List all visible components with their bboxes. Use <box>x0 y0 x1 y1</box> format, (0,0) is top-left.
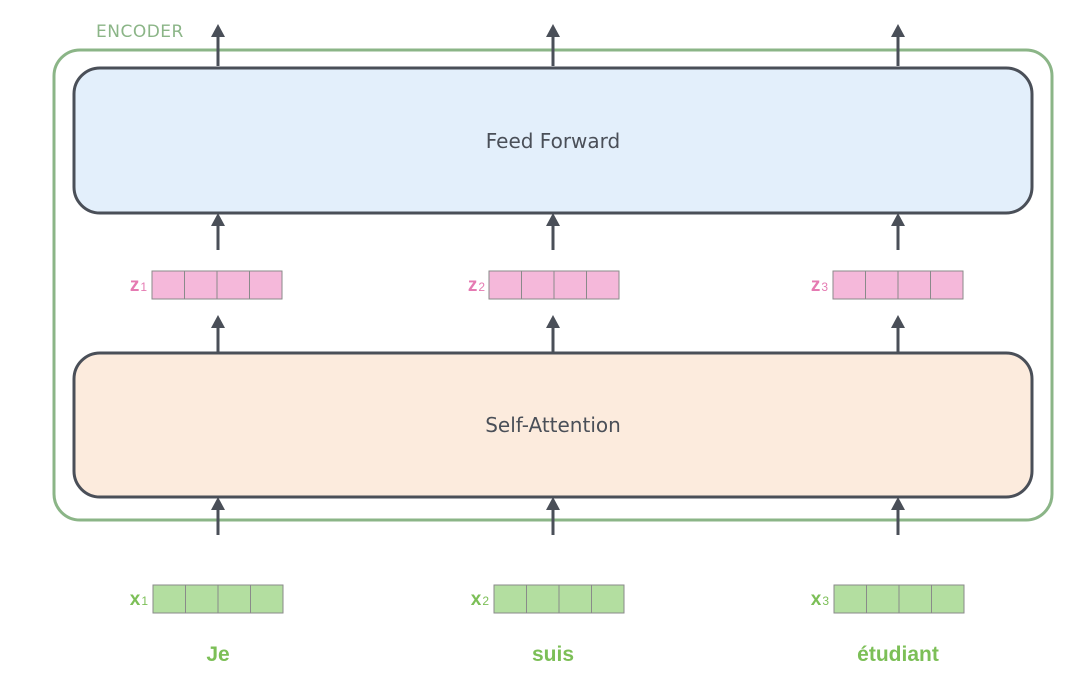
arrow-up-icon <box>891 24 905 37</box>
z-vector-label: z3 <box>811 275 829 296</box>
z-label-letter: z <box>130 275 140 296</box>
x-vector-cell <box>493 584 527 614</box>
z-vector-label: z1 <box>130 275 148 296</box>
z-vector-3: z3 <box>811 270 964 300</box>
x-label-index: 1 <box>141 594 148 608</box>
z-vector-label: z2 <box>468 275 486 296</box>
x-vector-cell <box>898 584 932 614</box>
x-vector-cell <box>185 584 219 614</box>
x-label-index: 2 <box>482 594 489 608</box>
z-vector-cell <box>897 270 931 300</box>
arrow-up-icon <box>546 213 560 226</box>
arrow-up-icon <box>211 213 225 226</box>
z-vector-cell <box>521 270 555 300</box>
z-label-letter: z <box>811 275 821 296</box>
z-vector-cell <box>488 270 522 300</box>
self-attention-label: Self-Attention <box>485 413 621 437</box>
arrow-up-icon <box>891 497 905 510</box>
arrow-up-icon <box>891 315 905 328</box>
x-label-letter: x <box>811 589 822 610</box>
z-vector-1: z1 <box>130 270 283 300</box>
x-vector-3: x3 <box>811 584 965 614</box>
x-vector-cell <box>833 584 867 614</box>
z-label-index: 3 <box>821 280 828 294</box>
arrow-up-icon <box>211 24 225 37</box>
z-vector-cell <box>553 270 587 300</box>
input-word-1: Je <box>206 643 229 666</box>
input-word-2: suis <box>532 643 574 666</box>
x-vector-2: x2 <box>471 584 625 614</box>
x-vector-cell <box>526 584 560 614</box>
x-vector-cell <box>866 584 900 614</box>
flow-arrows <box>211 24 905 535</box>
arrow-up-icon <box>546 497 560 510</box>
arrow-up-icon <box>891 213 905 226</box>
z-vector-cell <box>930 270 964 300</box>
z-vector-cell <box>865 270 899 300</box>
x-vector-cell <box>931 584 965 614</box>
arrow-up-icon <box>211 315 225 328</box>
encoder-label: ENCODER <box>96 22 184 42</box>
arrow-up-icon <box>546 315 560 328</box>
z-vector-cell <box>184 270 218 300</box>
z-vector-cell <box>249 270 283 300</box>
z-label-index: 1 <box>140 280 147 294</box>
x-label-index: 3 <box>822 594 829 608</box>
z-vector-2: z2 <box>468 270 620 300</box>
z-label-letter: z <box>468 275 478 296</box>
z-vector-cell <box>586 270 620 300</box>
input-word-3: étudiant <box>857 643 939 666</box>
x-vector-cell <box>591 584 625 614</box>
x-vector-cell <box>250 584 284 614</box>
arrow-up-icon <box>546 24 560 37</box>
x-vector-cell <box>217 584 251 614</box>
x-vector-label: x1 <box>130 589 149 610</box>
input-words: Je suis étudiant <box>206 643 939 666</box>
z-vector-cell <box>151 270 185 300</box>
feed-forward-label: Feed Forward <box>486 129 621 153</box>
x-label-letter: x <box>471 589 482 610</box>
x-vector-label: x2 <box>471 589 490 610</box>
x-vector-label: x3 <box>811 589 830 610</box>
z-label-index: 2 <box>478 280 485 294</box>
z-vector-cell <box>832 270 866 300</box>
x-label-letter: x <box>130 589 141 610</box>
x-vector-cell <box>558 584 592 614</box>
z-vector-cell <box>216 270 250 300</box>
arrow-up-icon <box>211 497 225 510</box>
x-vector-cell <box>152 584 186 614</box>
x-vector-1: x1 <box>130 584 284 614</box>
